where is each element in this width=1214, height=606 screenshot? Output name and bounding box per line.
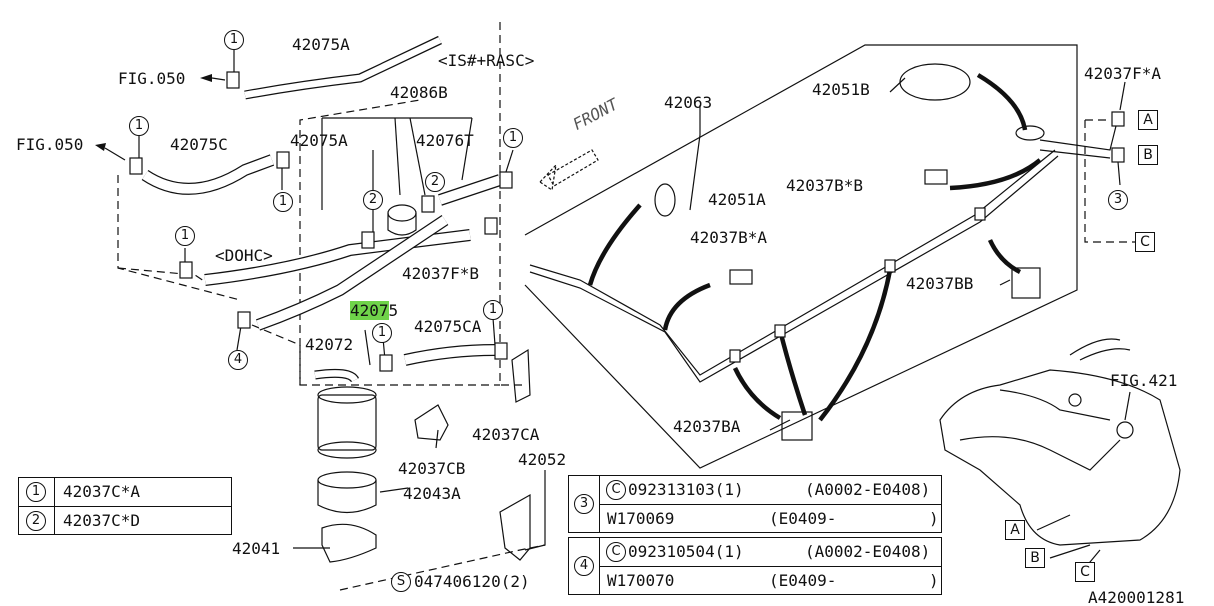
- table-4-row2-end: ): [929, 571, 939, 590]
- ref-box-c: C: [1075, 562, 1095, 582]
- part-42037bb-label: 42037BB: [906, 274, 974, 293]
- part-42051a-label: 42051A: [708, 190, 766, 209]
- part-42075-highlight: 4207: [350, 301, 389, 320]
- part-42037f-b-label: 42037F*B: [402, 264, 480, 283]
- ref-box-b: B: [1138, 145, 1158, 165]
- diagram-code-label: A420001281: [1088, 588, 1185, 606]
- part-42043a-label: 42043A: [403, 484, 461, 503]
- fig-050-top-label: FIG.050: [118, 69, 186, 88]
- callout-1-icon: 1: [273, 192, 293, 212]
- table-4-row1-range: (A0002-E0408): [805, 542, 931, 561]
- table-3-row2-range: (E0409-: [769, 509, 837, 528]
- ref-box-c: C: [1135, 232, 1155, 252]
- table-4-mark-icon: 4: [574, 556, 594, 576]
- legend-mark-2-icon: 2: [26, 511, 46, 531]
- part-42063-label: 42063: [664, 93, 713, 112]
- callout-1-icon: 1: [224, 30, 244, 50]
- s-mark-icon: S: [391, 572, 411, 592]
- clip-legend-table: 1 42037C*A 2 42037C*D: [18, 477, 232, 535]
- callout-1-icon: 1: [175, 226, 195, 246]
- part-42075ca-label: 42075CA: [414, 317, 482, 336]
- table-4-row2-part: W170070: [607, 571, 675, 590]
- legend-part-1: 42037C*A: [63, 482, 141, 501]
- callout-3-icon: 3: [1108, 190, 1128, 210]
- part-047406120-label: 047406120(2): [414, 572, 530, 591]
- part-42072-label: 42072: [305, 335, 354, 354]
- part-42037b-b-star-label: 42037B*B: [786, 176, 864, 195]
- table-4-c-mark-icon: C: [606, 542, 626, 562]
- part-42041-label: 42041: [232, 539, 281, 558]
- is-rasc-label: <IS#+RASC>: [438, 51, 535, 70]
- ref-box-b: B: [1025, 548, 1045, 568]
- part-42075a-mid-label: 42075A: [290, 131, 348, 150]
- part-42037b-a-star-label: 42037B*A: [690, 228, 768, 247]
- part-42037ba-label: 42037BA: [673, 417, 741, 436]
- legend-part-2: 42037C*D: [63, 511, 141, 530]
- callout-1-icon: 1: [372, 323, 392, 343]
- part-42037cb-label: 42037CB: [398, 459, 466, 478]
- part-42075-suffix: 5: [388, 301, 399, 320]
- table-3-row1-range: (A0002-E0408): [805, 480, 931, 499]
- part-42075a-top-label: 42075A: [292, 35, 350, 54]
- ref-box-a: A: [1138, 110, 1158, 130]
- legend-mark-1-icon: 1: [26, 482, 46, 502]
- part-42051b-label: 42051B: [812, 80, 870, 99]
- part-42075-label: 42075: [350, 301, 399, 320]
- ref-box-a: A: [1005, 520, 1025, 540]
- part-42052-label: 42052: [518, 450, 567, 469]
- part-42075c-label: 42075C: [170, 135, 228, 154]
- fig-050-mid-label: FIG.050: [16, 135, 84, 154]
- table-4-row1-part: 092310504(1): [628, 542, 744, 561]
- part-42037f-a-label: 42037F*A: [1084, 64, 1162, 83]
- table-3-row2-part: W170069: [607, 509, 675, 528]
- callout-1-icon: 1: [503, 128, 523, 148]
- callout-2-icon: 2: [363, 190, 383, 210]
- table-3-c-mark-icon: C: [606, 480, 626, 500]
- table-4-row2-range: (E0409-: [769, 571, 837, 590]
- callout-4-icon: 4: [228, 350, 248, 370]
- table-3-mark-icon: 3: [574, 494, 594, 514]
- callout-1-icon: 1: [483, 300, 503, 320]
- callout-1-icon: 1: [129, 116, 149, 136]
- part-table-4: 4 C 092310504(1) (A0002-E0408) W170070 (…: [568, 537, 942, 595]
- callout-2-icon: 2: [425, 172, 445, 192]
- table-3-row1-part: 092313103(1): [628, 480, 744, 499]
- table-3-row2-end: ): [929, 509, 939, 528]
- part-table-3: 3 C 092313103(1) (A0002-E0408) W170069 (…: [568, 475, 942, 533]
- dohc-label: <DOHC>: [215, 246, 273, 265]
- part-42076t-label: 42076T: [416, 131, 474, 150]
- part-42037ca-label: 42037CA: [472, 425, 540, 444]
- fig-421-label: FIG.421: [1110, 371, 1178, 390]
- part-42086b-label: 42086B: [390, 83, 448, 102]
